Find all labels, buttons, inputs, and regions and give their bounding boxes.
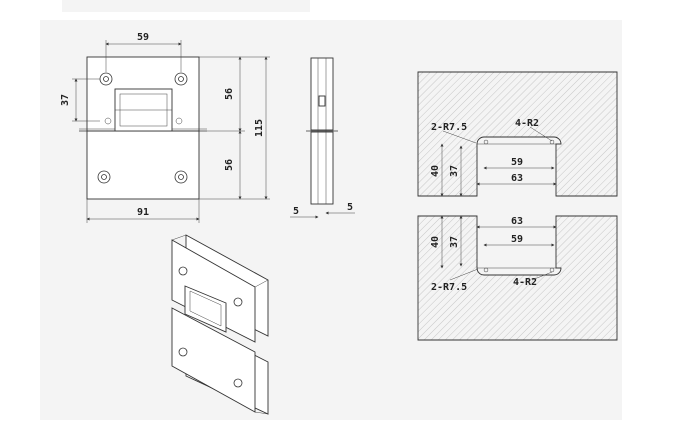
side-lower-body [310,131,334,205]
dim-left-thickness: 5 [293,206,299,217]
bottom-leader-r75 [449,268,479,281]
dim-hole-spacing: 59 [137,32,149,43]
dim-hole-height: 37 [60,94,71,106]
bottom-leader-r2 [531,271,553,281]
side-pin [318,95,326,107]
dim-right-thickness: 5 [347,202,353,213]
dim-width: 91 [137,207,149,218]
side-upper-body [310,57,334,131]
hinge-isometric-view [171,234,269,415]
glass-cutout-top: 40 37 59 63 2-R7.5 4-R2 [417,71,618,197]
dim-lower-height: 56 [224,159,235,171]
hinge-front-view: 59 37 56 56 115 91 [60,32,270,223]
dim-upper-height: 56 [224,88,235,100]
iso-edge-a [171,234,187,241]
iso-knuckle-inner [189,290,222,327]
top-dim-height-inner: 37 [449,165,460,177]
bottom-dim-height-outer: 40 [430,236,441,248]
upper-hole-right-inner [178,76,184,82]
dim-total-height: 115 [254,119,265,137]
bottom-dim-slot-width: 59 [511,234,523,245]
hinge-screw-left [104,117,112,125]
iso-hole-4 [233,378,243,388]
glass-bottom-panel [417,215,618,341]
upper-hole-right [174,72,188,86]
top-leader-r2 [529,126,553,142]
iso-hole-3 [178,347,188,357]
top-corner-radius: 2-R7.5 [431,122,467,133]
hinge-screw-right [175,117,183,125]
iso-front-upper [171,239,256,343]
iso-edge-b [254,279,269,288]
bottom-r2-left [483,267,489,273]
upper-hole-left-inner [103,76,109,82]
lower-plate [86,130,200,200]
hinge-side-view: 5 5 [290,57,355,219]
top-r2-right [549,139,555,145]
header-strip [62,0,310,12]
bottom-dim-height-inner: 37 [449,236,460,248]
top-leader-r75 [442,130,477,144]
bottom-hole-radius: 4-R2 [513,277,537,288]
top-dim-height-outer: 40 [430,165,441,177]
lower-hole-right-inner [178,174,184,180]
lower-hole-left [97,170,111,184]
top-dim-cutout-width: 63 [511,173,523,184]
iso-hole-2 [233,297,243,307]
top-r2-left [483,139,489,145]
iso-knuckle [184,285,227,333]
top-dim-slot-width: 59 [511,157,523,168]
iso-hole-1 [178,266,188,276]
iso-edge-c [254,411,269,415]
top-hole-radius: 4-R2 [515,118,539,129]
lower-hole-right [174,170,188,184]
bottom-corner-radius: 2-R7.5 [431,282,467,293]
bottom-dim-cutout-width: 63 [511,216,523,227]
glass-cutout-bottom: 40 37 63 59 2-R7.5 4-R2 [417,215,618,341]
lower-hole-left-inner [101,174,107,180]
